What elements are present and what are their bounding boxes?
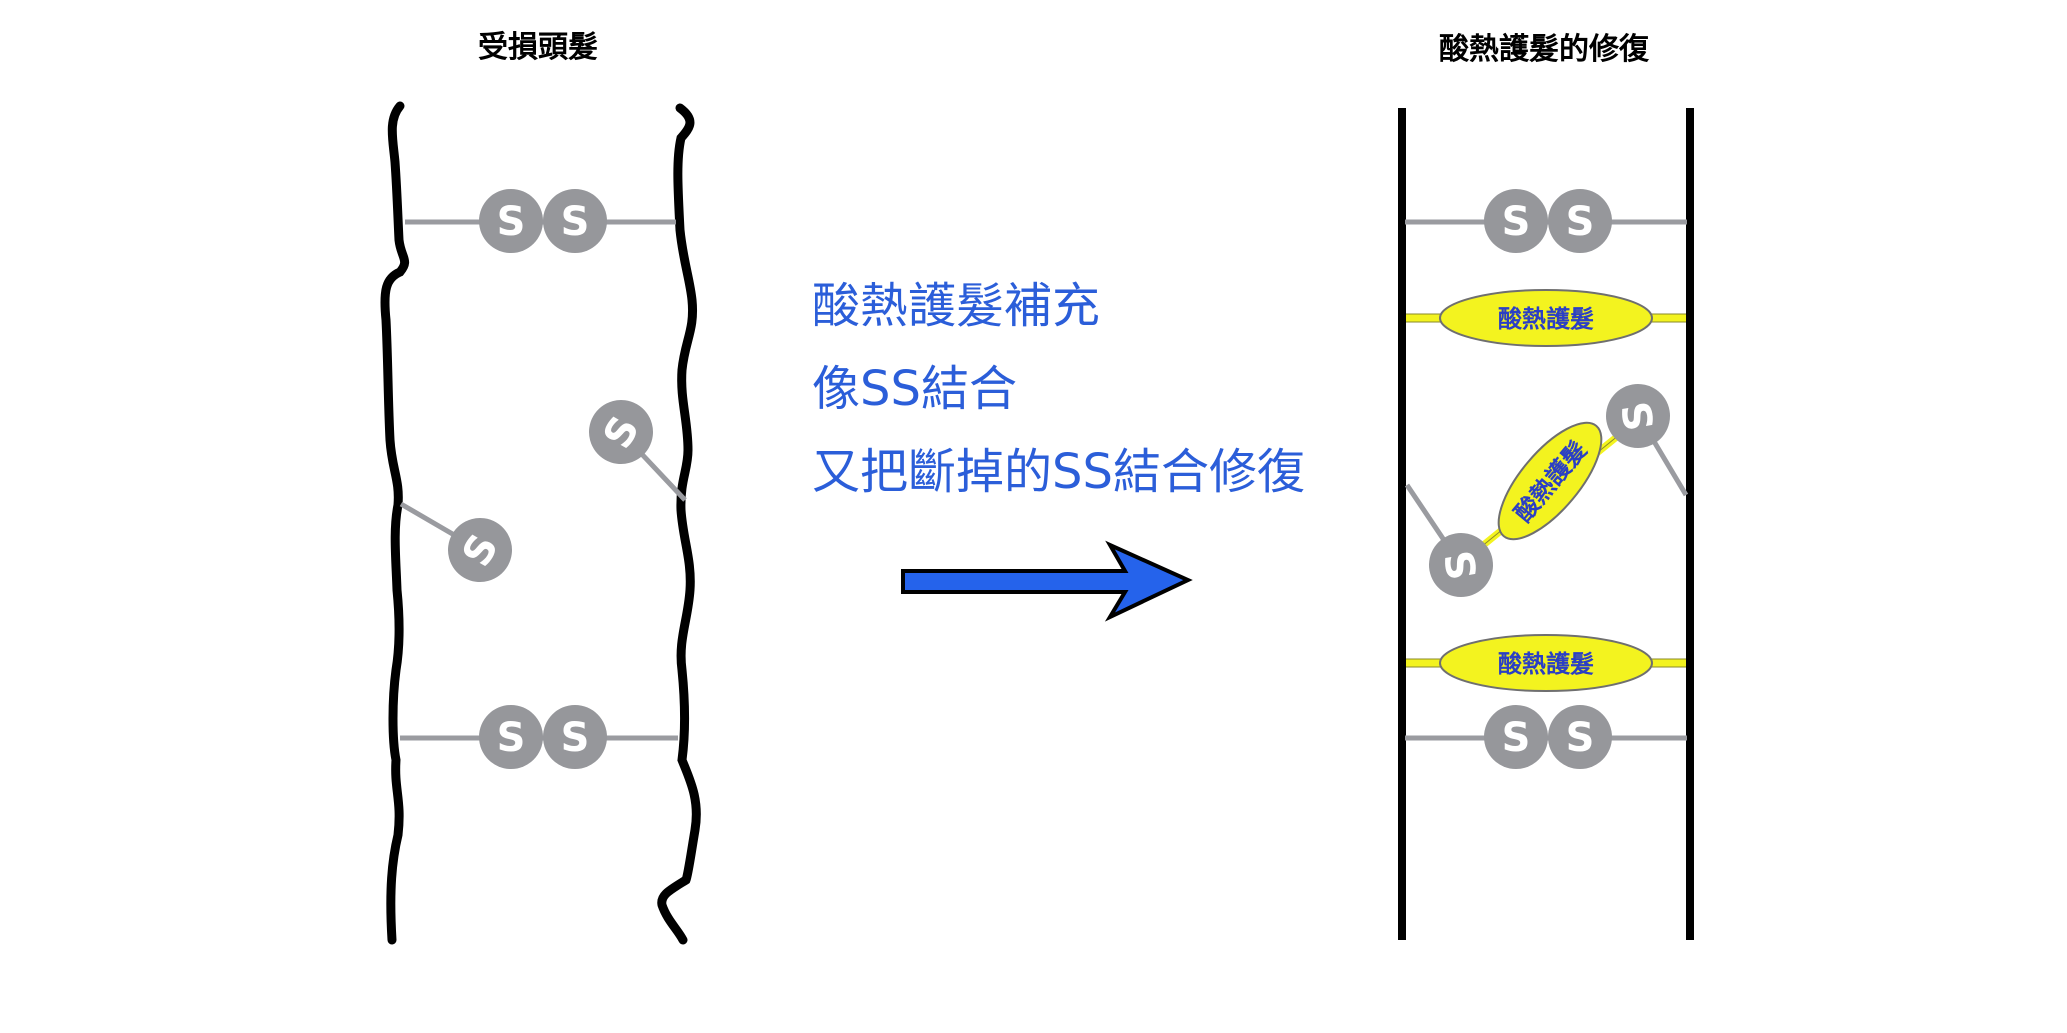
svg-text:S: S [497,199,526,245]
left-panel-title: 受損頭髮 [478,30,598,65]
ss-bond-bottom: S S [1405,705,1687,769]
ss-bond-top: S S [1405,189,1687,253]
treatment-label: 酸熱護髮 [1498,650,1594,678]
sulfur-atom: S [1548,189,1612,253]
sulfur-atom: S [589,400,653,464]
sulfur-atom: S [1429,533,1493,597]
sulfur-atom: S [1606,384,1670,448]
sulfur-atom: S [543,705,607,769]
svg-text:S: S [1566,715,1595,761]
sulfur-atom: S [448,518,512,582]
left-panel: 受損頭髮 S S S [380,30,701,945]
svg-text:S: S [497,715,526,761]
sulfur-atom: S [479,705,543,769]
caption-line-3: 又把斷掉的SS結合修復 [812,444,1305,500]
caption-line-2: 像SS結合 [812,361,1017,417]
sulfur-atom: S [479,189,543,253]
sulfur-atom: S [1548,705,1612,769]
broken-bond-left: S [399,501,512,582]
svg-text:S: S [1502,715,1531,761]
sulfur-atom: S [543,189,607,253]
broken-bond-right: S [589,400,687,502]
caption-block: 酸熱護髮補充 像SS結合 又把斷掉的SS結合修復 [812,278,1305,500]
svg-text:S: S [1566,199,1595,245]
ss-bond-bottom: S S [400,705,678,769]
right-panel: 酸熱護髮的修復 S S 酸熱護髮 [1398,32,1694,940]
svg-text:S: S [561,715,590,761]
treatment-bond-upper: 酸熱護髮 [1406,289,1686,347]
ss-bond-top: S S [405,189,676,253]
sulfur-atom: S [1484,705,1548,769]
right-panel-title: 酸熱護髮的修復 [1439,32,1650,67]
damaged-strand-right [657,103,701,945]
sulfur-atom: S [1484,189,1548,253]
arrow-right-icon [901,540,1193,622]
svg-text:S: S [1502,199,1531,245]
treatment-pill-diagonal: 酸熱護髮 [1497,421,1603,541]
caption-line-1: 酸熱護髮補充 [812,278,1100,334]
treatment-bond-lower: 酸熱護髮 [1406,634,1686,692]
svg-text:S: S [561,199,590,245]
treatment-label: 酸熱護髮 [1498,305,1594,333]
repaired-diagonal-bond: S S 酸熱護髮 [1404,384,1689,597]
damaged-strand-left [380,101,410,945]
